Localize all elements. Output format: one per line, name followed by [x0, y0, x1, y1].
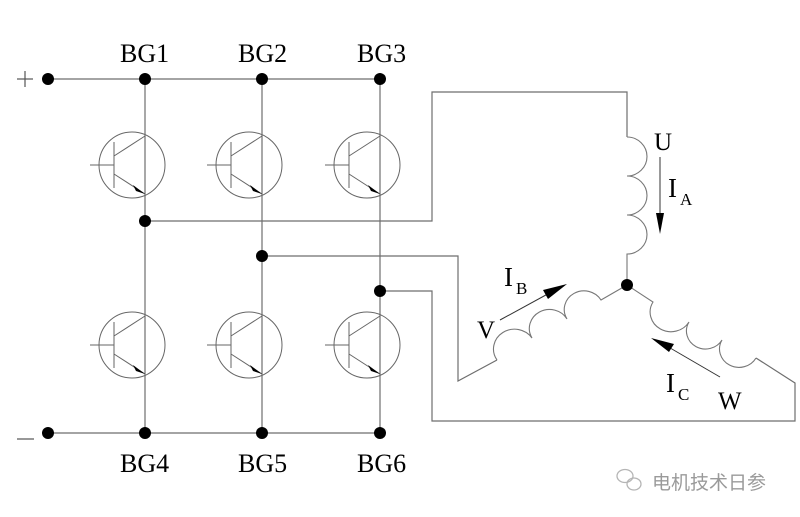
current-arrow-c — [651, 338, 721, 378]
junction-dot — [256, 73, 268, 85]
label-phase-w: W — [718, 388, 742, 415]
transistor-bg6 — [325, 311, 401, 379]
transistor-bg2 — [207, 131, 283, 199]
watermark: 电机技术日参 — [616, 468, 766, 494]
junction-dot — [42, 73, 54, 85]
current-b-sub: B — [516, 279, 527, 298]
coil-v — [492, 284, 628, 361]
transistor-bg4 — [90, 311, 166, 379]
watermark-text: 电机技术日参 — [652, 472, 766, 494]
label-phase-u: U — [654, 129, 672, 156]
phase-w-wire — [380, 290, 796, 422]
current-c-main: I — [666, 368, 675, 398]
label-bg5: BG5 — [238, 449, 287, 478]
star-node — [621, 279, 633, 291]
transistor-bg3 — [325, 131, 401, 199]
coil-u — [626, 136, 648, 285]
phase-u-wire — [145, 91, 628, 222]
current-a-main: I — [668, 173, 677, 203]
junction-dot — [256, 427, 268, 439]
transistor-bg5 — [207, 311, 283, 379]
label-bg3: BG3 — [357, 39, 406, 68]
junction-dot — [374, 285, 386, 297]
label-bg4: BG4 — [120, 449, 169, 478]
transistor-bg1 — [90, 131, 166, 199]
label-phase-v: V — [477, 317, 495, 344]
current-arrow-b — [499, 284, 567, 321]
current-a-sub: A — [680, 190, 693, 209]
junction-dot — [256, 250, 268, 262]
label-bg6: BG6 — [357, 449, 406, 478]
current-b-main: I — [504, 262, 513, 292]
plus-sign — [17, 71, 33, 87]
label-bg1: BG1 — [120, 39, 169, 68]
junction-dot — [42, 427, 54, 439]
junction-dot — [139, 427, 151, 439]
junction-dot — [374, 427, 386, 439]
phase-v-wire — [262, 255, 498, 383]
wechat-icon — [616, 468, 642, 491]
junction-dot — [374, 73, 386, 85]
coil-w — [626, 284, 757, 368]
current-c-sub: C — [678, 385, 689, 404]
junction-dot — [139, 73, 151, 85]
label-bg2: BG2 — [238, 39, 287, 68]
current-arrow-a — [656, 157, 664, 234]
junction-dot — [139, 215, 151, 227]
